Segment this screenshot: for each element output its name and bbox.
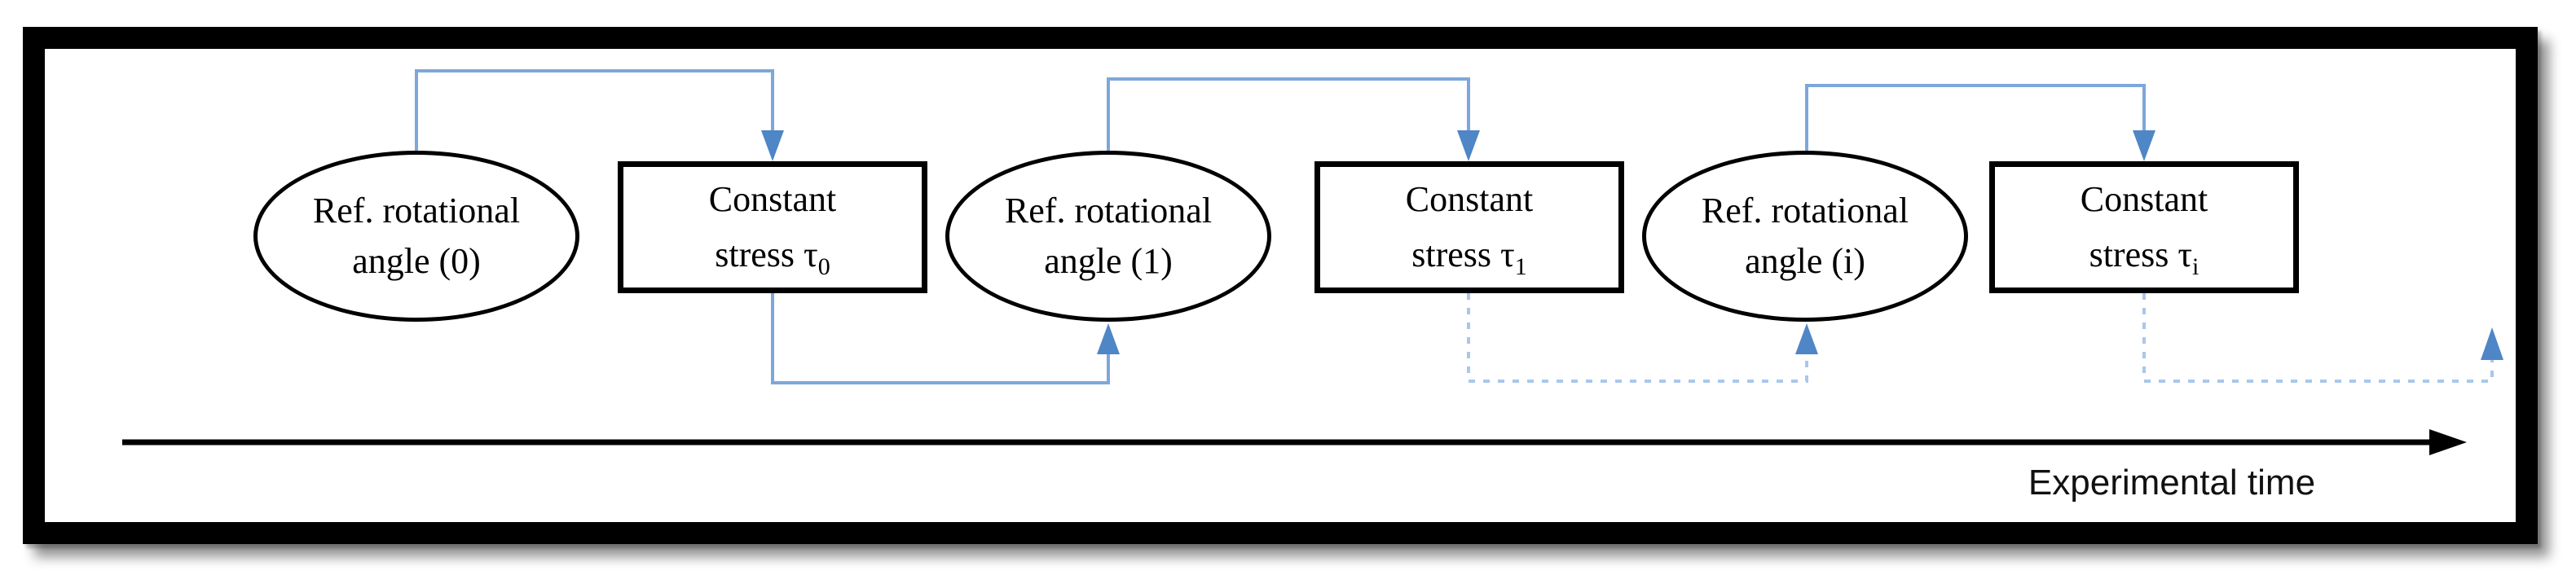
node-line1: Ref. rotational <box>312 191 521 230</box>
node-constant-stress-0: Constant stress τ0 <box>618 161 927 293</box>
arrowhead-up-anglei <box>1795 323 1818 354</box>
connector-stress1-to-anglei <box>1467 293 1808 383</box>
arrowhead-down-stressi <box>2133 130 2155 161</box>
node-line2: stress τ <box>715 235 818 274</box>
node-line2: angle (1) <box>1044 241 1173 281</box>
node-line2: angle (0) <box>352 241 481 281</box>
node-line1: Constant <box>2080 179 2208 219</box>
arrowhead-down-stress0 <box>761 130 784 161</box>
node-line1: Ref. rotational <box>1004 191 1213 230</box>
figure-frame: Ref. rotational angle (0) Constant stres… <box>23 27 2538 544</box>
diagram-area: Ref. rotational angle (0) Constant stres… <box>45 49 2516 522</box>
connector-angle1-to-stress1 <box>1107 77 1470 151</box>
node-ref-angle-1: Ref. rotational angle (1) <box>945 151 1271 322</box>
arrowhead-up-next-cycle <box>2481 327 2503 360</box>
node-line2: angle (i) <box>1745 241 1865 281</box>
node-label: Ref. rotational angle (0) <box>313 186 520 287</box>
node-subscript: 0 <box>817 252 830 280</box>
node-subscript: 1 <box>1514 252 1527 280</box>
node-constant-stress-i: Constant stress τi <box>1989 161 2299 293</box>
connector-stress0-to-angle1 <box>771 293 1110 384</box>
node-line1: Constant <box>708 179 837 219</box>
connector-angle0-to-stress0 <box>415 69 774 151</box>
node-ref-angle-0: Ref. rotational angle (0) <box>253 151 579 322</box>
node-subscript: i <box>2192 252 2200 280</box>
node-line2: stress τ <box>2089 235 2193 274</box>
node-label: Constant stress τi <box>2081 172 2208 283</box>
timeline-label: Experimental time <box>2028 463 2316 503</box>
node-label: Constant stress τ1 <box>1406 172 1533 283</box>
node-label: Constant stress τ0 <box>709 172 836 283</box>
connector-anglei-to-stressi <box>1805 84 2146 151</box>
arrowhead-down-stress1 <box>1457 130 1480 161</box>
node-label: Ref. rotational angle (1) <box>1005 186 1212 287</box>
node-line2: stress τ <box>1411 235 1515 274</box>
node-ref-angle-i: Ref. rotational angle (i) <box>1642 151 1968 322</box>
connector-stressi-to-next <box>2142 293 2494 383</box>
connector-layer <box>122 69 2503 455</box>
node-label: Ref. rotational angle (i) <box>1702 186 1909 287</box>
timeline-arrowhead <box>2429 429 2467 455</box>
arrowhead-up-angle1 <box>1097 323 1120 354</box>
node-line1: Ref. rotational <box>1701 191 1909 230</box>
node-constant-stress-1: Constant stress τ1 <box>1314 161 1624 293</box>
node-line1: Constant <box>1405 179 1534 219</box>
